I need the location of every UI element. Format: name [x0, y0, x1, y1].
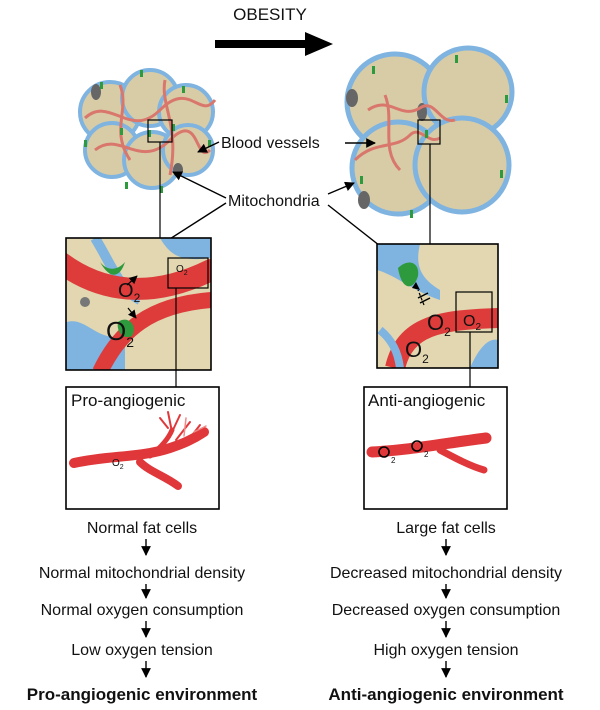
- right-flow-step-1: Large fat cells: [396, 520, 496, 537]
- pro-angiogenic-o2: O2: [112, 458, 124, 471]
- anti-angiogenic-panel: Anti-angiogenic 2 2: [363, 386, 508, 510]
- anti-angiogenic-o2-sub-1: 2: [391, 456, 396, 465]
- right-flow-outcome: Anti-angiogenic environment: [328, 685, 564, 704]
- left-flow-step-2: Normal mitochondrial density: [39, 565, 245, 582]
- left-zoom-o2-upper: O2: [118, 280, 141, 305]
- right-zoom-o2-middle: O2: [427, 310, 451, 339]
- left-flow-chain: Normal fat cells Normal mitochondrial de…: [27, 520, 258, 704]
- left-flow-step-4: Low oxygen tension: [71, 642, 212, 659]
- pro-angiogenic-panel: Pro-angiogenic O2: [65, 386, 220, 510]
- left-flow-outcome: Pro-angiogenic environment: [27, 685, 258, 704]
- right-zoom-panel: O2 O2 O2: [376, 243, 499, 387]
- blood-vessels-label: Blood vessels: [221, 135, 320, 152]
- right-flow-step-3: Decreased oxygen consumption: [332, 602, 561, 619]
- mitochondria-label: Mitochondria: [228, 193, 320, 210]
- obesity-arrow: [215, 32, 333, 56]
- right-zoom-source-box: [417, 119, 441, 145]
- right-flow-step-4: High oxygen tension: [374, 642, 519, 659]
- left-zoom-o2-box-label: O2: [176, 264, 188, 277]
- left-flow-step-3: Normal oxygen consumption: [41, 602, 244, 619]
- right-vessel-zoom-box: [455, 291, 493, 333]
- obesity-title: OBESITY: [233, 5, 307, 24]
- right-flow-step-2: Decreased mitochondrial density: [330, 565, 562, 582]
- right-zoom-o2-lower: O2: [405, 337, 429, 366]
- left-zoom-panel: O2 O2 O2: [65, 237, 212, 387]
- left-vessel-zoom-box: [167, 257, 209, 289]
- pro-angiogenic-label: Pro-angiogenic: [71, 391, 186, 410]
- anti-angiogenic-label: Anti-angiogenic: [368, 391, 486, 410]
- large-fat-cell-cluster: [344, 45, 515, 244]
- left-flow-step-1: Normal fat cells: [87, 520, 197, 537]
- left-zoom-o2-lower: O2: [106, 316, 134, 350]
- right-flow-chain: Large fat cells Decreased mitochondrial …: [328, 520, 564, 704]
- normal-fat-cell-cluster: [78, 68, 217, 238]
- right-zoom-o2-box-label: O2: [463, 313, 481, 333]
- anti-angiogenic-o2-sub-2: 2: [424, 450, 429, 459]
